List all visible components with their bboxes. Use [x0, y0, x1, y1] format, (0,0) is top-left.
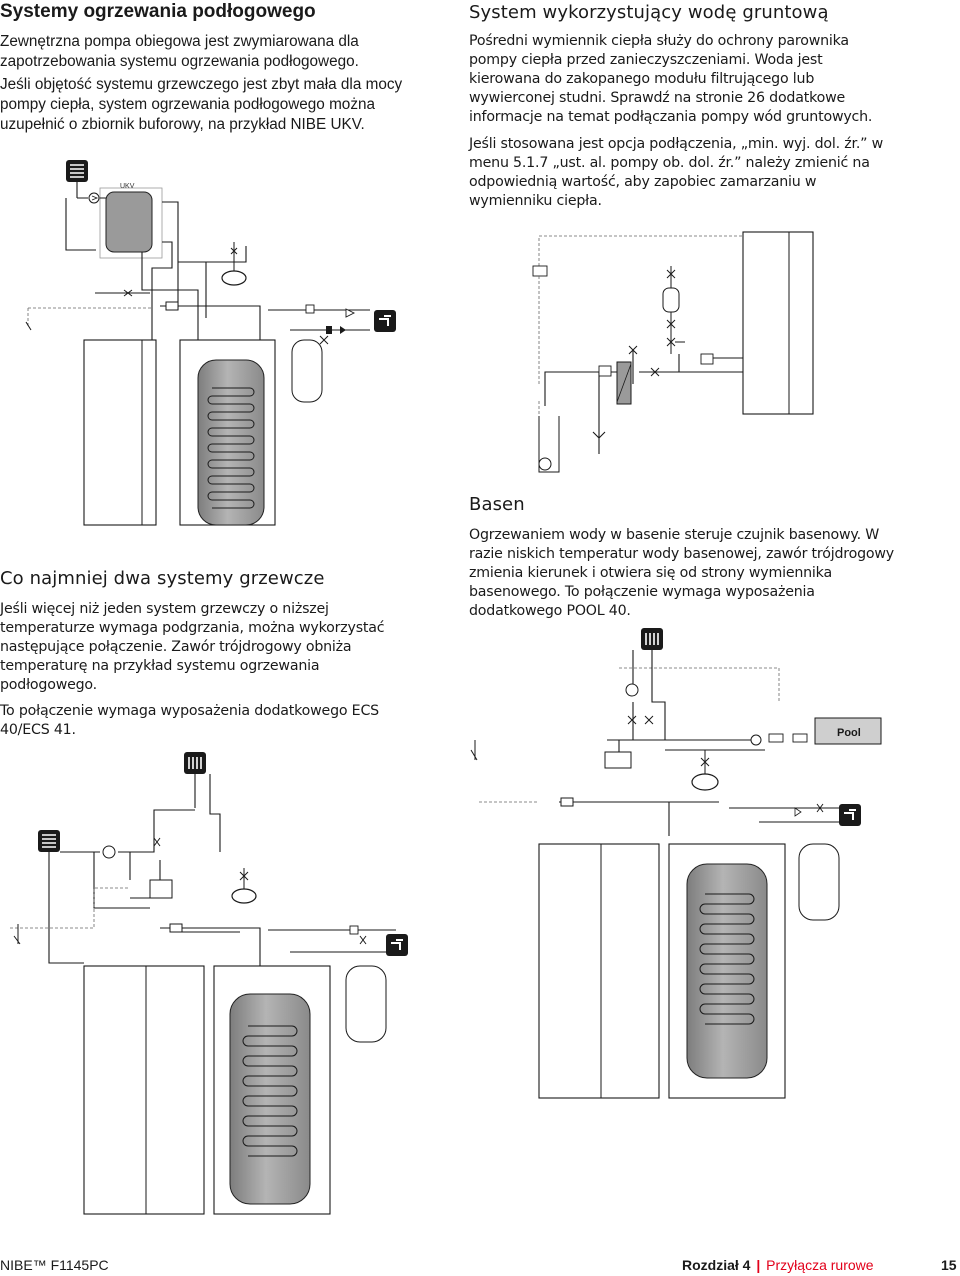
floor-paragraph-1: Zewnętrzna pompa obiegowa jest zwymiarow… — [0, 33, 359, 70]
two-systems-section: Co najmniej dwa systemy grzewcze Jeśli w… — [0, 568, 420, 740]
groundwater-heat-pump — [742, 231, 814, 415]
floor-heating-icon — [66, 160, 88, 182]
two-systems-diagram — [10, 752, 408, 1215]
floor-heating-diagram: UKV — [25, 160, 396, 526]
well-pump-icon — [538, 457, 552, 471]
tap-icon — [839, 804, 861, 826]
tap-icon — [374, 310, 396, 332]
tap-icon — [386, 934, 408, 956]
footer-section-label: Przyłącza rurowe — [766, 1257, 874, 1273]
footer-brand: NIBE™ F1145PC — [0, 1257, 109, 1273]
small-tank — [798, 843, 840, 921]
hot-water-cylinder — [686, 863, 768, 1079]
pool-section: Basen Ogrzewaniem wody w basenie steruje… — [469, 494, 894, 621]
section-title-two-systems: Co najmniej dwa systemy grzewcze — [0, 568, 325, 589]
heating-coil — [699, 893, 755, 1025]
heat-pump-unit — [538, 843, 660, 1099]
heat-pump-unit — [83, 965, 205, 1215]
well — [538, 416, 560, 473]
heating-coil — [207, 387, 255, 509]
floor-heating-section: Systemy ogrzewania podłogowego Zewnętrzn… — [0, 0, 420, 135]
floor-paragraph-2: Jeśli objętość systemu grzewczego jest z… — [0, 76, 403, 133]
pool-controller — [604, 751, 632, 769]
expansion-vessel — [221, 270, 247, 286]
two-systems-paragraph-2: To połączenie wymaga wyposażenia dodatko… — [0, 703, 379, 738]
radiator-icon — [184, 752, 206, 774]
pool-paragraph-1: Ogrzewaniem wody w basenie steruje czujn… — [469, 527, 894, 619]
footer-brand-text: NIBE™ F1145PC — [0, 1257, 109, 1273]
footer-chapter-label: Rozdział 4 — [682, 1257, 751, 1273]
expansion-vessel — [691, 773, 719, 791]
gw-expansion-vessel — [662, 287, 680, 313]
groundwater-paragraph-1: Pośredni wymiennik ciepła służy do ochro… — [469, 33, 873, 125]
groundwater-section: System wykorzystujący wodę gruntową Pośr… — [469, 0, 894, 211]
ukv-tank — [105, 191, 153, 253]
footer-chapter: Rozdział 4 | Przyłącza rurowe — [682, 1257, 874, 1273]
mixing-controller — [149, 879, 173, 899]
heating-coil — [242, 1025, 298, 1157]
pool-label: Pool — [837, 727, 861, 739]
small-tank — [345, 965, 387, 1043]
expansion-vessel — [231, 888, 257, 904]
heat-pump-unit — [83, 339, 157, 526]
pump-icon — [88, 192, 100, 204]
section-title-floor: Systemy ogrzewania podłogowego — [0, 1, 316, 22]
small-tank — [291, 339, 323, 403]
radiator-icon — [641, 628, 663, 650]
groundwater-paragraph-2: Jeśli stosowana jest opcja podłączenia, … — [469, 136, 883, 209]
section-title-groundwater: System wykorzystujący wodę gruntową — [469, 2, 829, 23]
circulation-pump-icon — [625, 683, 639, 697]
ukv-label: UKV — [120, 183, 135, 190]
pool-diagram: Pool — [470, 628, 882, 1099]
circulation-pump-icon — [102, 845, 116, 859]
pool-box — [814, 717, 882, 745]
footer-separator: | — [756, 1257, 761, 1273]
groundwater-diagram — [532, 231, 814, 473]
page-number: 15 — [941, 1257, 957, 1273]
floor-heating-icon — [38, 830, 60, 852]
two-systems-paragraph-1: Jeśli więcej niż jeden system grzewczy o… — [0, 601, 385, 693]
ukv-frame — [99, 187, 163, 259]
section-title-pool: Basen — [469, 494, 525, 515]
